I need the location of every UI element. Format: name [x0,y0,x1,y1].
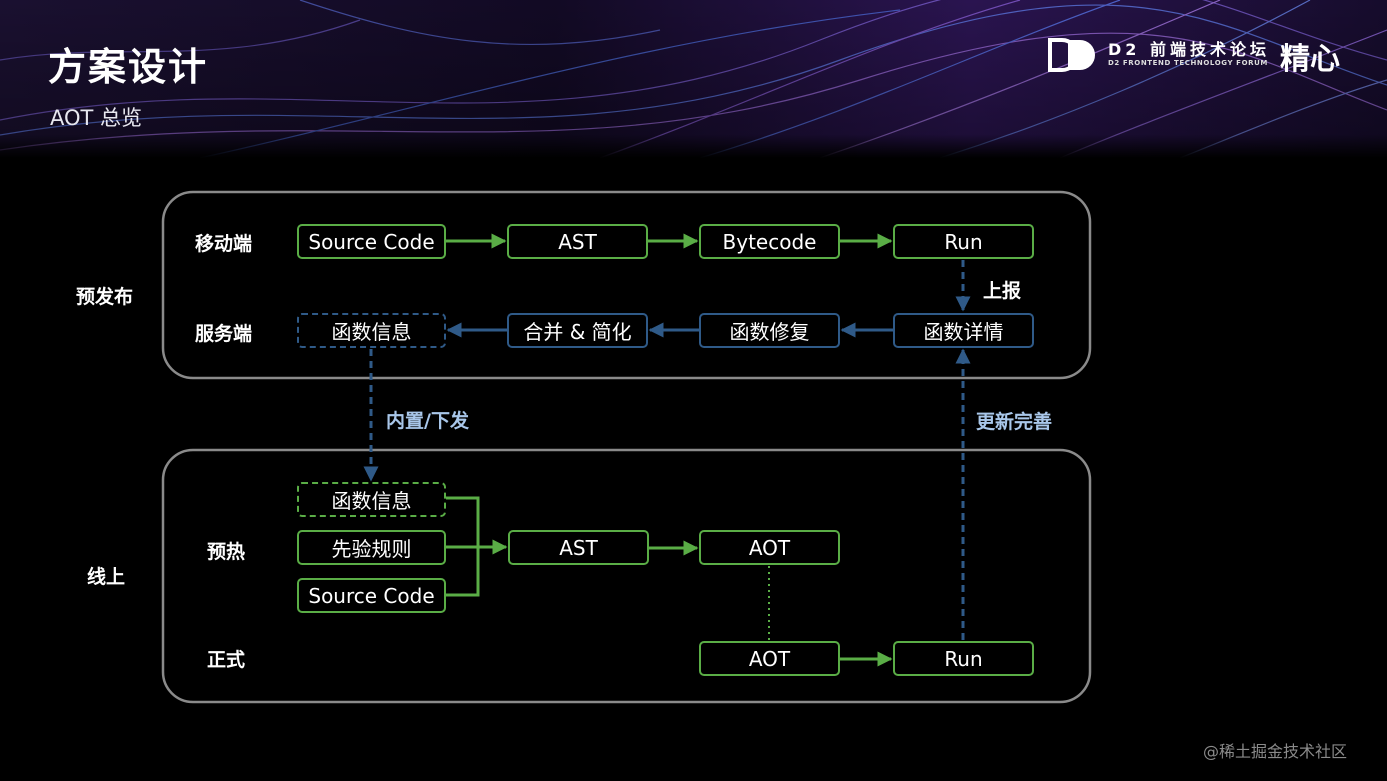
forum-logo: D2 前端技术论坛 D2 FRONTEND TECHNOLOGY FORUM 精… [1048,34,1358,78]
node-formal-aot: AOT [699,641,840,676]
node-warmup-source-code: Source Code [297,578,446,613]
node-server-function-fix: 函数修复 [699,313,840,348]
node-formal-run: Run [893,641,1034,676]
row-label-formal: 正式 [207,649,246,671]
node-server-function-detail: 函数详情 [893,313,1034,348]
row-label-mobile: 移动端 [195,233,253,255]
group-label-online: 线上 [87,566,126,588]
header-banner [0,0,1387,158]
edge-label-embed: 内置/下发 [386,410,469,432]
page-subtitle: AOT 总览 [50,106,143,130]
edge-label-update: 更新完善 [976,411,1053,433]
node-server-function-info: 函数信息 [297,313,446,348]
row-label-warmup: 预热 [207,541,246,563]
group-label-prerelease: 预发布 [76,286,134,308]
online-group-frame [161,448,1092,704]
brand-mark: 精心 [1280,42,1340,77]
node-mobile-ast: AST [507,224,648,259]
edge-label-report: 上报 [983,280,1022,302]
node-mobile-run: Run [893,224,1034,259]
watermark: @稀土掘金技术社区 [1203,742,1348,761]
node-server-merge-simplify: 合并 & 简化 [507,313,648,348]
logo-chinese-text: D2 前端技术论坛 [1108,40,1270,59]
node-mobile-bytecode: Bytecode [699,224,840,259]
node-warmup-ast: AST [508,530,649,565]
d2-logo-icon [1048,38,1095,72]
node-warmup-prior-rules: 先验规则 [297,530,446,565]
node-warmup-function-info: 函数信息 [297,482,446,517]
node-mobile-source-code: Source Code [297,224,446,259]
prerelease-group-frame [161,190,1092,380]
node-warmup-aot: AOT [699,530,840,565]
page-title: 方案设计 [48,45,209,89]
logo-english-text: D2 FRONTEND TECHNOLOGY FORUM [1108,59,1268,67]
row-label-server: 服务端 [195,323,253,345]
